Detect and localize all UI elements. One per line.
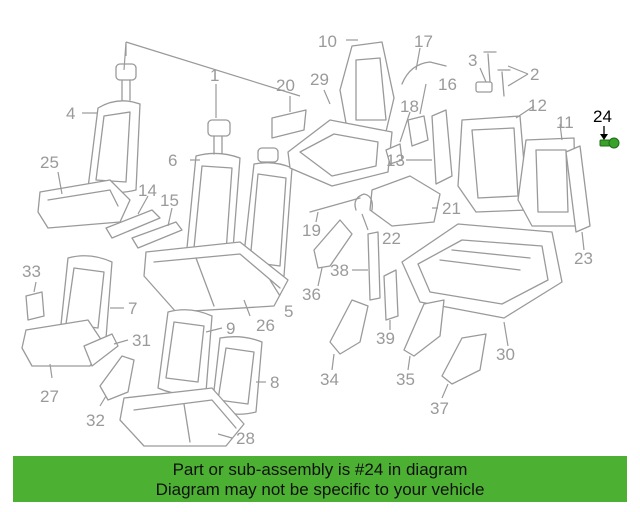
latch-3: [475, 81, 493, 93]
callout-14: 14: [138, 181, 157, 200]
bracket-20: [271, 109, 307, 139]
callout-30: 30: [496, 345, 515, 364]
callout-34: 34: [320, 370, 339, 389]
headrest-1: [207, 119, 231, 137]
callout-20: 20: [276, 76, 295, 95]
trim-14: [105, 209, 161, 239]
pin-2: [483, 51, 511, 97]
callout-24: 24: [593, 107, 612, 126]
callout-5: 5: [284, 302, 293, 321]
bracket-32: [99, 355, 135, 401]
bracket-39: [383, 269, 399, 321]
callout-38: 38: [330, 261, 349, 280]
bracket-36: [313, 219, 353, 269]
callout-4: 4: [66, 104, 75, 123]
callout-23: 23: [574, 249, 593, 268]
trim-13: [431, 109, 453, 185]
callout-27: 27: [40, 387, 59, 406]
rod-17: [401, 61, 447, 85]
callout-9: 9: [226, 319, 235, 338]
callout-7: 7: [128, 299, 137, 318]
callout-6: 6: [168, 151, 177, 170]
trim-33: [25, 291, 45, 321]
callout-22: 22: [382, 229, 401, 248]
callout-10: 10: [318, 32, 337, 51]
callout-18: 18: [400, 97, 419, 116]
callout-28: 28: [236, 429, 255, 448]
callouts: 1 2 3 4 5 6 7 8 9 10 11 12 13 14 15 16 1…: [22, 32, 612, 448]
bolt-24: [599, 137, 620, 149]
callout-1: 1: [210, 66, 219, 85]
callout-12: 12: [528, 96, 547, 115]
callout-35: 35: [396, 370, 415, 389]
parts-diagram: 1 2 3 4 5 6 7 8 9 10 11 12 13 14 15 16 1…: [21, 32, 620, 448]
callout-17: 17: [414, 32, 433, 51]
callout-31: 31: [132, 331, 151, 350]
headrest-4: [115, 63, 137, 81]
callout-26: 26: [256, 316, 275, 335]
callout-11: 11: [556, 113, 574, 132]
seat-base-29: [287, 119, 393, 187]
bench-cushion-28: [119, 387, 245, 447]
rail-38: [367, 231, 381, 301]
info-banner: Part or sub-assembly is #24 in diagram D…: [13, 456, 627, 502]
seat-cushion-27: [21, 319, 105, 367]
callout-21: 21: [442, 199, 461, 218]
handle-18: [385, 143, 403, 165]
leader-lines: [33, 39, 585, 439]
callout-33: 33: [22, 262, 41, 281]
callout-8: 8: [270, 373, 279, 392]
trim-31: [83, 333, 119, 367]
callout-32: 32: [86, 411, 105, 430]
callout-3: 3: [468, 51, 477, 70]
bracket-35: [403, 299, 445, 357]
seat-frame-11: [517, 137, 577, 227]
trim-15: [131, 221, 183, 249]
bracket-22: [354, 193, 373, 211]
rod-19: [309, 197, 361, 213]
cushion-21: [369, 175, 441, 227]
callout-15: 15: [160, 191, 179, 210]
lever-16: [407, 115, 429, 147]
callout-29: 29: [310, 70, 329, 89]
callout-37: 37: [430, 399, 449, 418]
headrest-5: [257, 147, 279, 163]
callout-2: 2: [530, 65, 539, 84]
callout-25: 25: [40, 153, 59, 172]
bracket-37: [441, 333, 487, 385]
seat-back-9: [157, 309, 213, 395]
callout-19: 19: [302, 221, 321, 240]
callout-13: 13: [386, 151, 405, 170]
callout-36: 36: [302, 285, 321, 304]
bracket-34: [329, 299, 369, 355]
panel-23: [565, 145, 591, 233]
callout-39: 39: [376, 329, 395, 348]
seat-cushion-25: [37, 179, 131, 229]
seat-frame-12: [457, 115, 529, 213]
banner-line-1: Part or sub-assembly is #24 in diagram: [172, 460, 468, 479]
banner-line-2: Diagram may not be specific to your vehi…: [155, 480, 485, 499]
callout-16: 16: [438, 75, 457, 94]
